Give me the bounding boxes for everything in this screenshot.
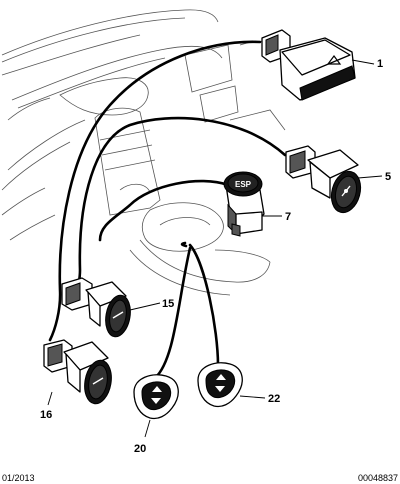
part-15-switch xyxy=(61,277,131,338)
esp-label: ESP xyxy=(235,180,252,189)
part-22-window-switch xyxy=(197,362,243,408)
part-1-hazard-switch xyxy=(261,29,356,101)
arrow-down-icon xyxy=(151,398,161,404)
callout-20: 20 xyxy=(134,443,146,455)
part-7-esp-button: ESP xyxy=(223,171,265,237)
hazard-triangle-icon xyxy=(326,55,342,65)
footer-reference: 00048837 xyxy=(358,473,398,483)
part-20-window-switch xyxy=(133,374,179,420)
callout-labels: 1 5 7 15 16 20 22 xyxy=(40,58,391,455)
callout-7: 7 xyxy=(285,211,291,223)
switch-symbol-icon xyxy=(92,377,104,385)
footer-date: 01/2013 xyxy=(2,473,35,483)
leader-lines xyxy=(47,59,383,438)
callout-5: 5 xyxy=(385,171,391,183)
part-16-switch xyxy=(43,339,112,405)
arrow-down-icon xyxy=(215,386,225,392)
arrow-up-icon xyxy=(216,374,226,380)
callout-22: 22 xyxy=(268,393,280,405)
arrow-up-icon xyxy=(152,386,162,392)
connection-wires xyxy=(48,40,287,380)
switch-symbol-icon xyxy=(112,311,124,319)
callout-15: 15 xyxy=(162,298,174,310)
callout-1: 1 xyxy=(377,58,383,70)
dashboard-outline xyxy=(1,9,286,296)
callout-16: 16 xyxy=(40,409,52,421)
part-5-switch xyxy=(285,145,362,214)
